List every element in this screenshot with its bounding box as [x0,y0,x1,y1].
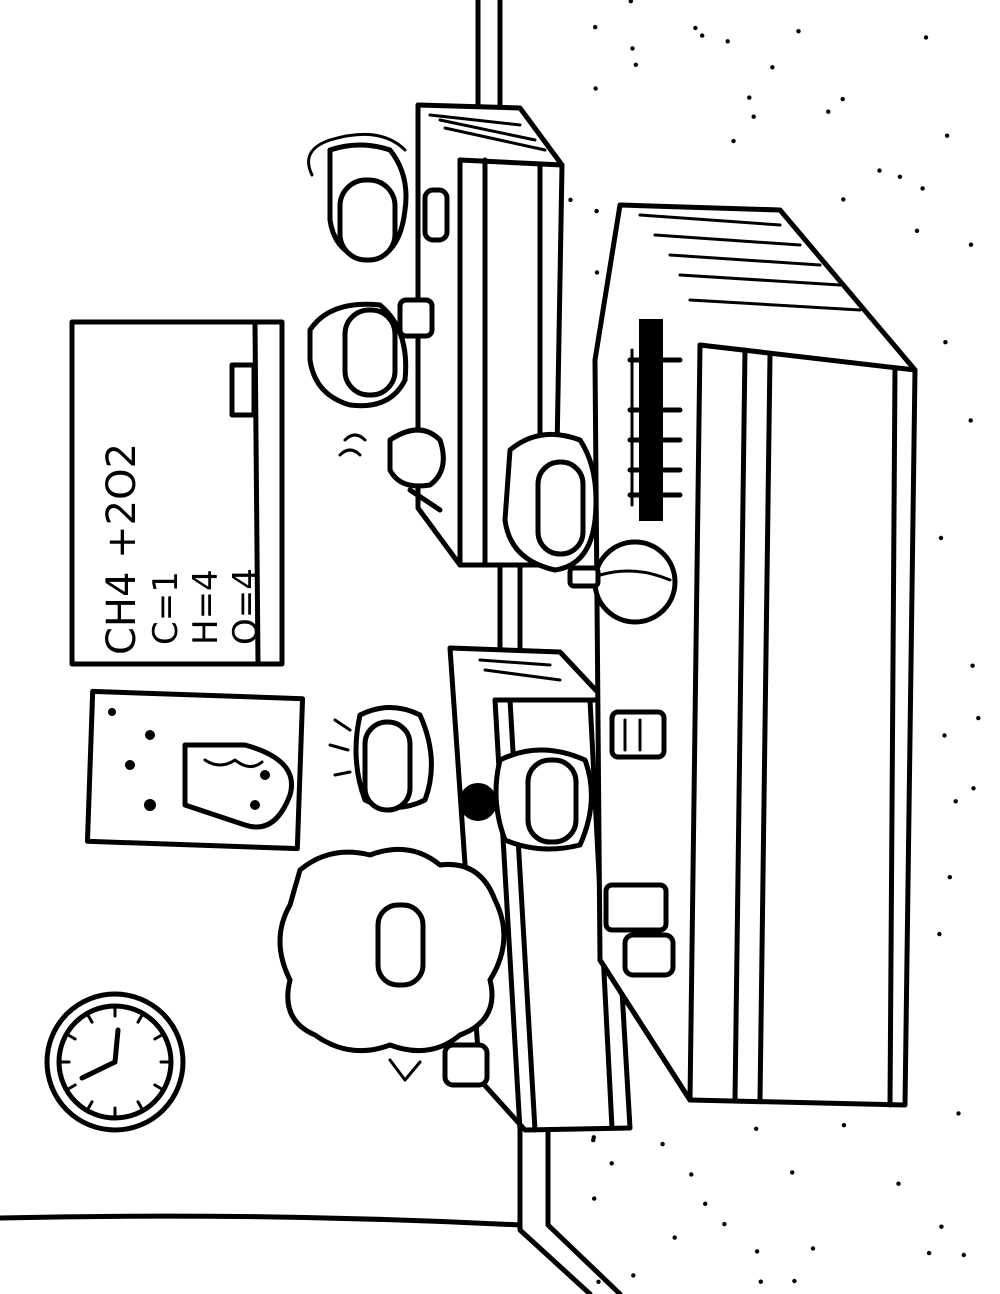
floor-dot [592,1196,597,1201]
floor-dot [770,65,775,70]
floor-dot [914,228,920,233]
floor-dot [609,1161,614,1166]
floor-dot [796,29,801,34]
floor-dot [840,96,845,102]
floor-dot [754,1249,760,1254]
floor-dot [703,1201,708,1207]
floor-dot [810,1246,816,1251]
floor-dot [970,663,975,668]
floor-dot [938,535,944,541]
clock-tick [153,1033,164,1041]
floor-dot [953,799,958,804]
test-tube-rack [627,319,683,521]
clock-tick [86,1100,94,1111]
clock-tick [136,1100,144,1111]
clock-tick [136,1013,144,1024]
floor-dot [939,1224,944,1229]
floor-dot [633,62,638,67]
floor-dot [747,95,752,100]
floor-dot [594,270,600,275]
floor-dot [971,786,976,791]
clock-tick [86,1013,94,1024]
floor-dot [700,33,705,38]
floor-dot [877,168,882,173]
floor-dot [896,1181,901,1186]
clock-tick [66,1033,77,1041]
clock-tick [153,1083,164,1091]
floor-dot [944,133,950,138]
floor-dot [754,1126,759,1132]
floor-dot [722,1221,727,1227]
floor-dot [976,715,981,721]
board-line-o: O=4 [226,568,266,645]
teacher-desk [592,202,918,1108]
students [277,132,678,1082]
flask-poster-icon [84,688,306,852]
floor-dot [968,242,974,247]
floor-dot [923,35,929,40]
floor-dot [593,25,598,30]
beakers [397,297,676,1088]
student-3 [338,427,446,513]
floor-dot [956,1111,961,1116]
floor-dot [758,1279,763,1284]
floor-dot [591,1137,596,1143]
floor-dot [920,186,925,191]
student-5 [567,539,678,625]
floor-dot [596,1279,601,1285]
floor-dot [751,114,756,119]
floor-dot [594,208,599,214]
floor-dot [792,1278,797,1284]
floor-dot [790,1170,795,1175]
floor-dot [968,418,973,423]
floor-dot [826,109,831,114]
floor-dot [841,197,846,202]
board-line-h: H=4 [186,569,226,645]
board-line-c: C=1 [146,571,186,645]
floor-dot [593,86,598,91]
student-1 [307,132,409,263]
floor-dot [926,1250,932,1256]
whiteboard: CH4 +2O2 C=1 H=4 O=4 [69,319,285,667]
clock-tick [66,1083,77,1091]
floor-dot [897,174,903,179]
floor-dot [630,46,635,51]
floor-dot [660,1141,665,1147]
floor-dot [725,39,730,44]
floor-dot [947,875,952,880]
student-4 [502,431,599,573]
floor-dot [693,25,698,31]
floor-dot [631,1273,636,1278]
floor-dot [628,0,633,4]
floor-dot [568,197,573,203]
floor-dot [942,733,947,738]
floor-dot [731,138,736,144]
student-7 [459,747,594,852]
wall-clock-icon [44,991,186,1133]
floor-dot [943,340,948,345]
floor-dot [672,1235,677,1240]
floor-dot [841,1123,847,1128]
student-6 [328,705,434,813]
room-lines [0,0,623,1294]
board-equation: CH4 +2O2 [99,443,145,655]
floor-dot [689,1172,694,1177]
floor-dot [937,931,942,937]
teacher [277,846,507,1082]
floor-dot [961,1252,966,1258]
student-2 [307,301,409,409]
